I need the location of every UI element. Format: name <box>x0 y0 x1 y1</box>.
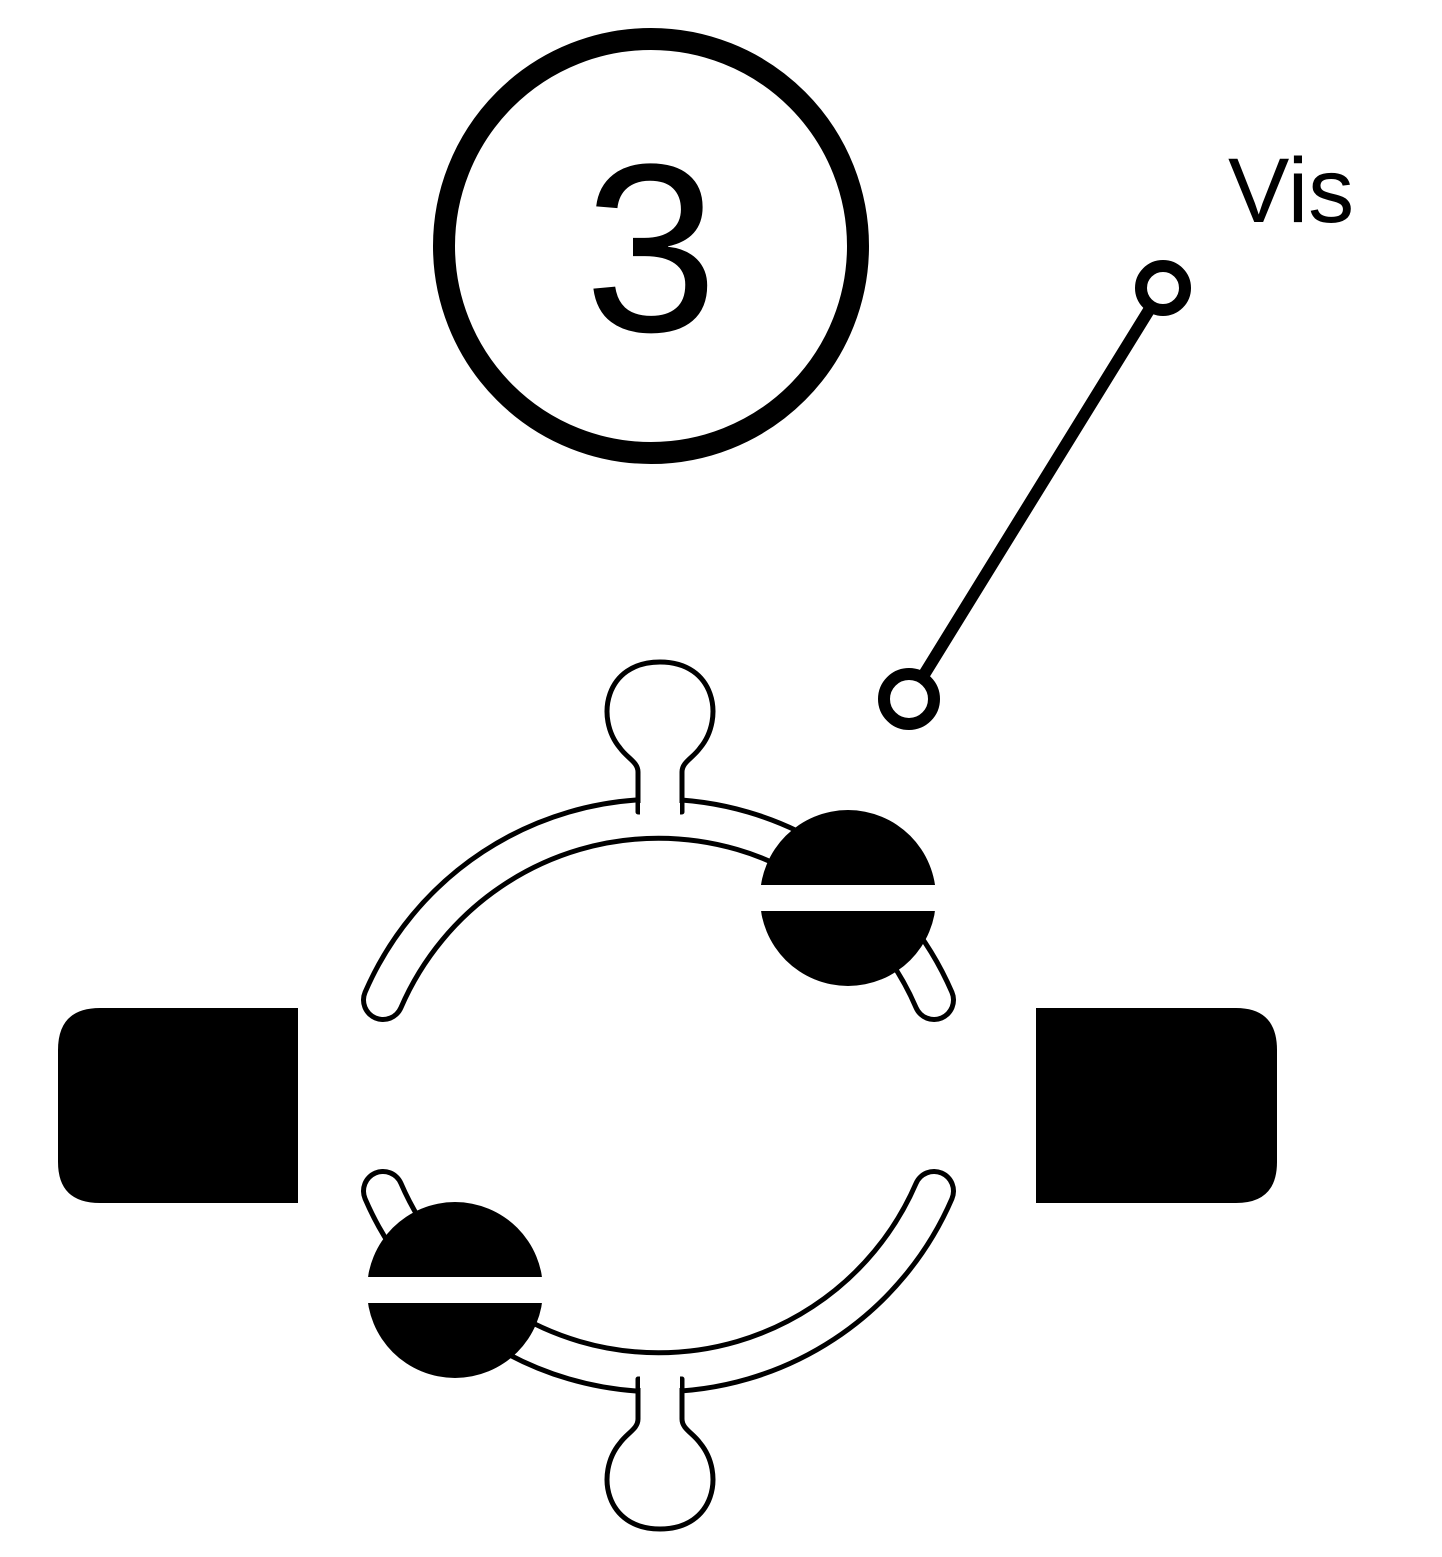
upper-clamp-tab <box>604 659 716 815</box>
lower-clamp-tab <box>604 1376 716 1532</box>
step-number: 3 <box>584 114 717 382</box>
lower-screw-slot <box>362 1277 548 1303</box>
callout-end-dot <box>1135 260 1191 316</box>
right-block <box>1036 1008 1277 1203</box>
upper-clamp-tab-joint <box>640 803 680 819</box>
step-badge-circle <box>433 28 869 464</box>
upper-screw-head <box>755 810 941 986</box>
left-block <box>58 1008 298 1203</box>
callout-leader-line <box>903 283 1168 705</box>
upper-screw-slot <box>755 885 941 911</box>
screw-callout: Vis <box>878 140 1354 730</box>
lower-screw-head <box>362 1202 548 1378</box>
callout-start-dot <box>878 668 940 730</box>
screw-label: Vis <box>1228 140 1354 242</box>
step-badge: 3 <box>433 28 869 464</box>
lower-clamp-tab-joint <box>640 1372 680 1388</box>
